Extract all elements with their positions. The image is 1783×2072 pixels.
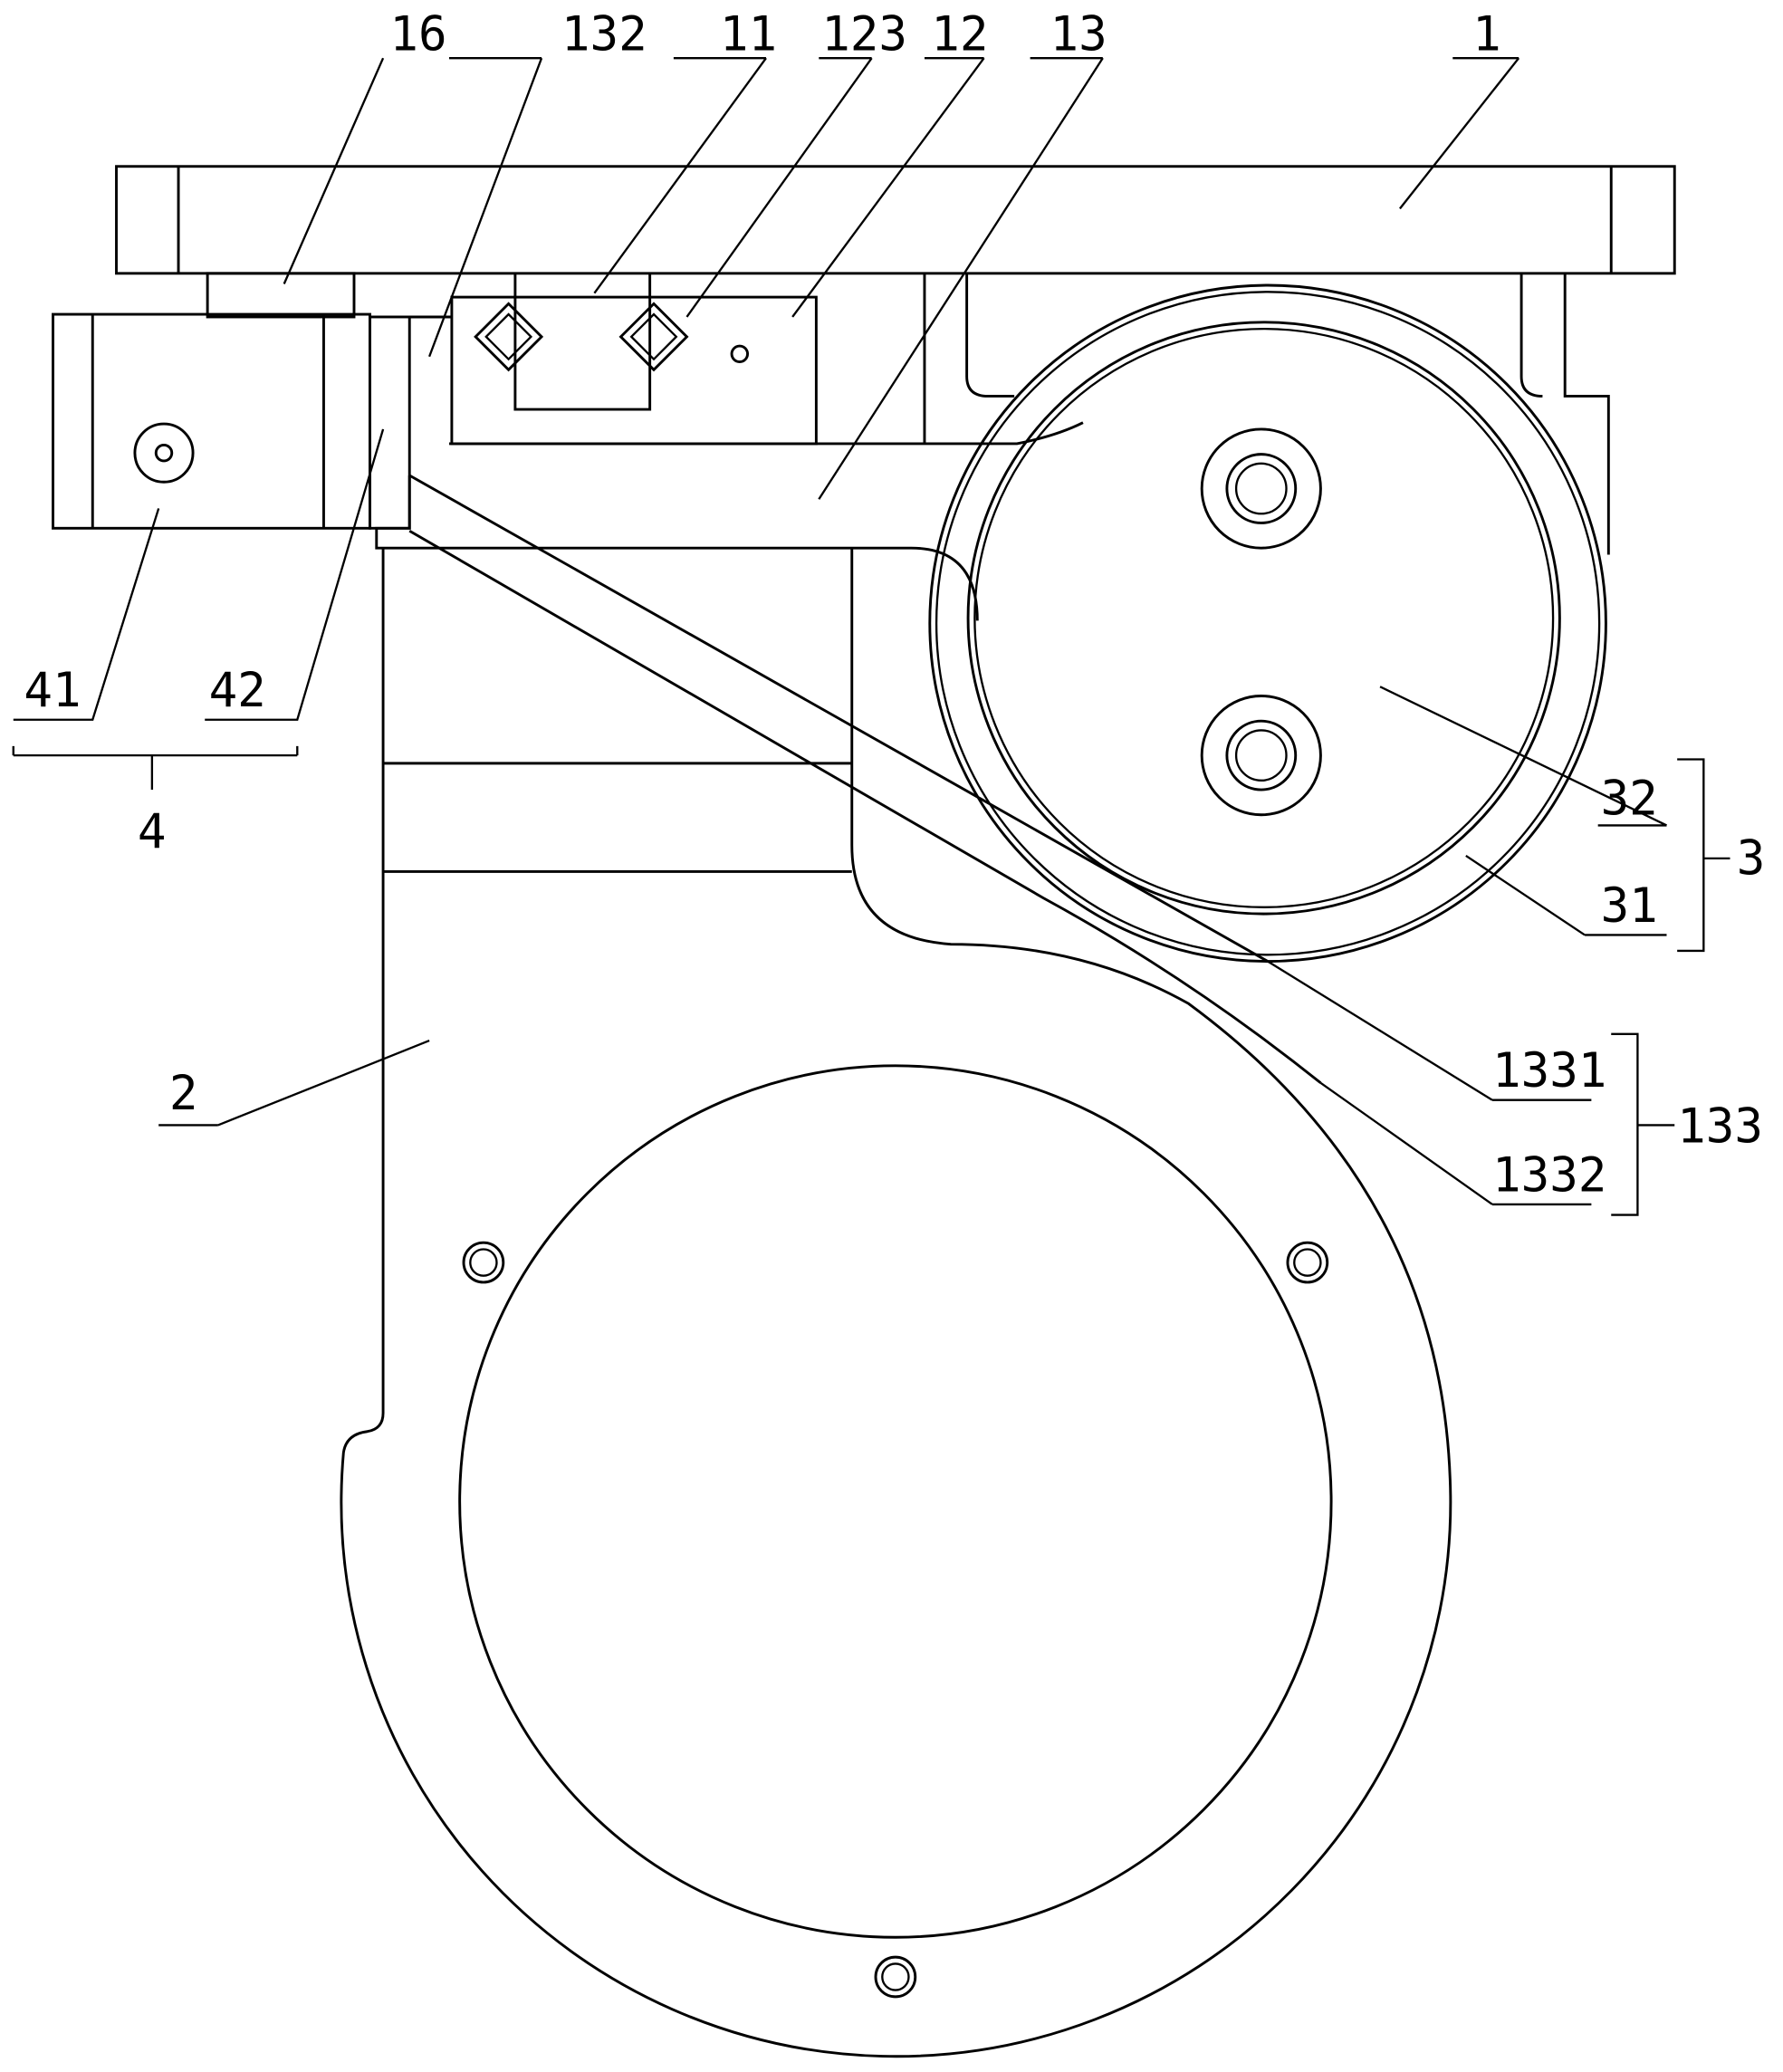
label-31: 31 — [1601, 878, 1658, 934]
label-2: 2 — [169, 1066, 198, 1121]
plate-2 — [341, 548, 1451, 2057]
label-4: 4 — [138, 804, 167, 859]
block-16 — [207, 273, 354, 317]
label-41: 41 — [24, 663, 81, 718]
block-12 — [452, 273, 816, 444]
label-32: 32 — [1601, 772, 1658, 827]
label-13: 13 — [1050, 6, 1107, 62]
label-42: 42 — [209, 663, 266, 718]
disk-assembly-3 — [930, 285, 1606, 962]
label-12: 12 — [931, 6, 988, 62]
label-133: 133 — [1677, 1098, 1763, 1154]
label-1: 1 — [1472, 6, 1501, 62]
label-3: 3 — [1737, 830, 1766, 886]
top-plate — [117, 167, 1675, 273]
label-1331: 1331 — [1492, 1043, 1606, 1098]
label-16: 16 — [389, 6, 446, 62]
label-132: 132 — [561, 6, 647, 62]
block-42 — [369, 317, 409, 528]
label-123: 123 — [821, 6, 907, 62]
leader-lines — [14, 58, 1730, 1214]
part-labels: 16 132 11 123 12 13 1 41 42 4 32 31 3 2 … — [24, 6, 1765, 1203]
label-1332: 1332 — [1492, 1147, 1606, 1203]
label-11: 11 — [720, 6, 777, 62]
block-41 — [53, 314, 370, 528]
